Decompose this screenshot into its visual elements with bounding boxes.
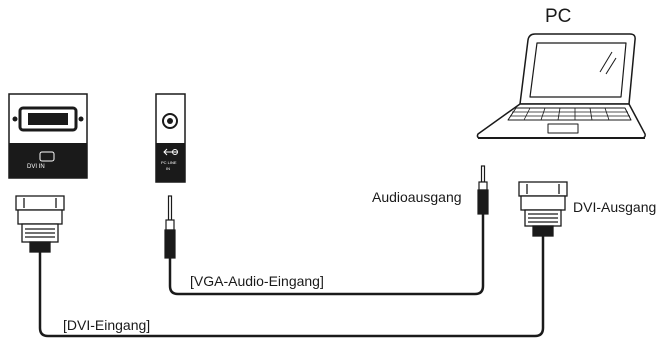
- pc-label: PC: [545, 6, 572, 27]
- dvi-plug-right: [518, 181, 568, 237]
- audio-jack-left: [164, 195, 176, 259]
- audio-jack-right: [477, 165, 489, 215]
- dvi-cable: [38, 236, 545, 338]
- cables: [38, 214, 545, 338]
- dvi-in-port-panel: [8, 93, 88, 179]
- pc-line-in-port-panel: [155, 93, 186, 183]
- vga-audio-input-label: [VGA-Audio-Eingang]: [190, 273, 324, 289]
- dvi-in-port-label: DVI IN: [27, 164, 45, 170]
- pc-line-in-port-label: PC LINE: [161, 160, 177, 165]
- dvi-output-label: DVI-Ausgang: [573, 199, 657, 215]
- laptop-icon: [476, 33, 646, 139]
- audio-output-label: Audioausgang: [372, 189, 462, 205]
- audio-cable: [168, 214, 485, 296]
- pc-line-in-port-label-line2: IN: [166, 166, 170, 171]
- dvi-plug-left: [15, 195, 65, 253]
- dvi-input-label: [DVI-Eingang]: [63, 317, 151, 333]
